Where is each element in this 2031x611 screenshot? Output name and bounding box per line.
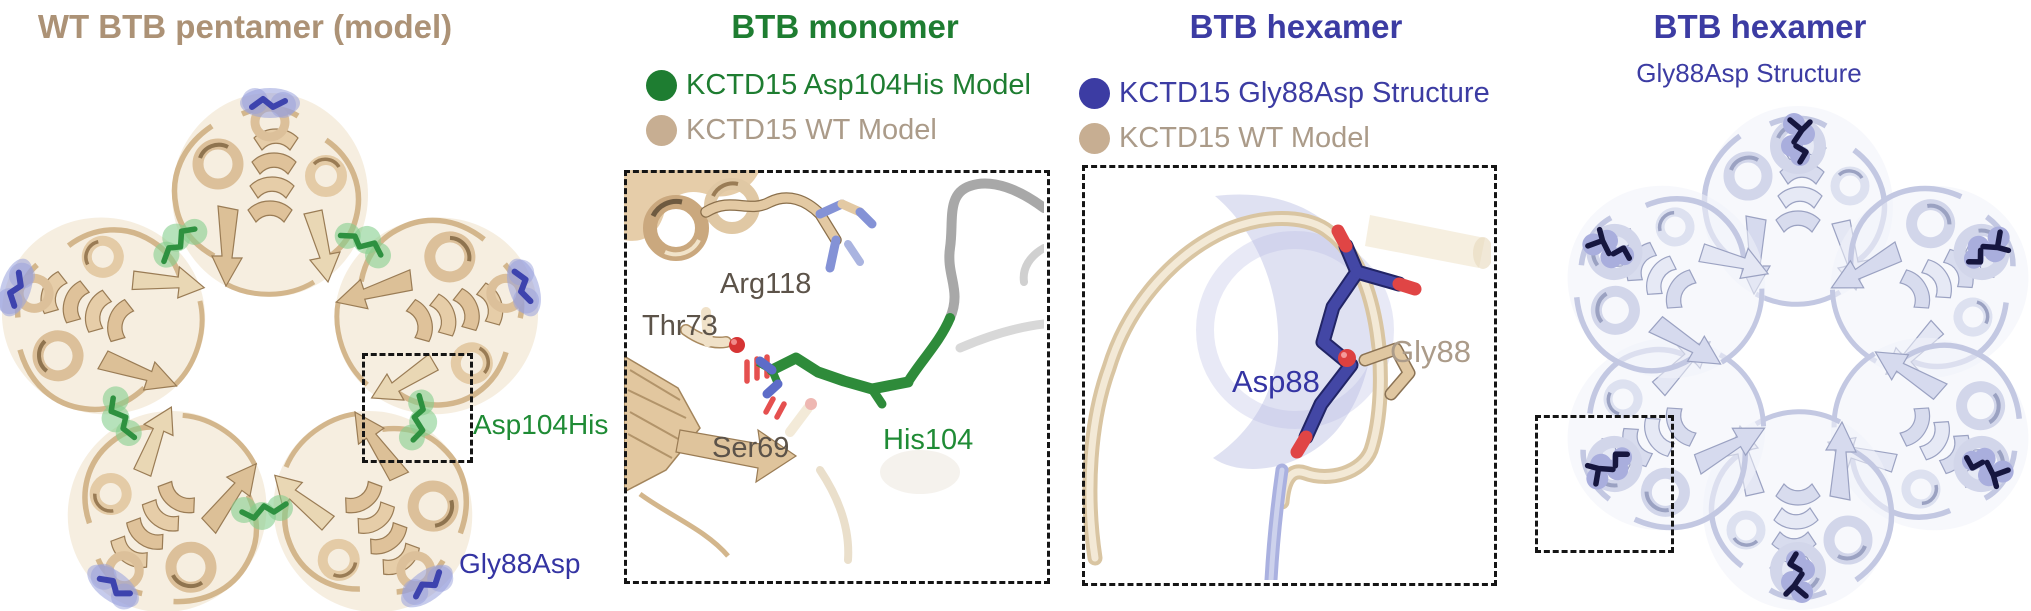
panel-hexamer-closeup: BTB hexamer KCTD15 Gly88Asp Structure KC… (1065, 0, 1500, 611)
panel-title: BTB hexamer (1653, 8, 1867, 45)
zoom-region-box (624, 170, 1050, 584)
legend-item: KCTD15 WT Model (1079, 123, 1490, 154)
annotation-gly88asp: Gly88Asp (459, 548, 581, 579)
panel-title: BTB hexamer (1189, 8, 1403, 45)
residue-label-ser69: Ser69 (712, 432, 790, 464)
residue-label-thr73: Thr73 (642, 310, 718, 342)
pentamer-structure-graphic (0, 0, 620, 611)
legend-label: KCTD15 WT Model (1119, 122, 1370, 154)
zoom-region-box (1082, 165, 1497, 586)
legend-item: KCTD15 WT Model (646, 115, 1031, 146)
residue-label-arg118: Arg118 (720, 268, 812, 300)
residue-label-gly88: Gly88 (1390, 334, 1471, 369)
panel-hexamer: BTB hexamer Gly88Asp Structure (1500, 0, 2031, 611)
legend: KCTD15 Asp104His Model KCTD15 WT Model (646, 70, 1031, 146)
legend-label: KCTD15 Gly88Asp Structure (1119, 77, 1490, 109)
legend-swatch-green-icon (646, 70, 677, 101)
zoom-region-box (362, 353, 473, 463)
residue-label-asp88: Asp88 (1232, 364, 1320, 399)
legend-swatch-blue-icon (1079, 78, 1110, 109)
legend-item: KCTD15 Asp104His Model (646, 70, 1031, 101)
legend-swatch-tan-icon (1079, 123, 1110, 154)
zoom-region-box (1535, 415, 1674, 553)
legend-label: KCTD15 WT Model (686, 114, 937, 146)
panel-subtitle: Gly88Asp Structure (1636, 58, 1862, 88)
hexamer-closeup-graphic (1082, 194, 1491, 580)
monomer-closeup-graphic (624, 170, 1044, 564)
panel-pentamer: WT BTB pentamer (model) Asp104His Gly88A… (0, 0, 620, 611)
legend-label: KCTD15 Asp104His Model (686, 69, 1031, 101)
legend: KCTD15 Gly88Asp Structure KCTD15 WT Mode… (1079, 78, 1490, 154)
legend-item: KCTD15 Gly88Asp Structure (1079, 78, 1490, 109)
panel-title: WT BTB pentamer (model) (37, 8, 453, 45)
legend-swatch-tan-icon (646, 115, 677, 146)
annotation-asp104his: Asp104His (473, 409, 609, 440)
panel-monomer: BTB monomer KCTD15 Asp104His Model KCTD1… (620, 0, 1065, 611)
residue-label-his104: His104 (883, 424, 974, 456)
panel-title: BTB monomer (731, 8, 959, 45)
